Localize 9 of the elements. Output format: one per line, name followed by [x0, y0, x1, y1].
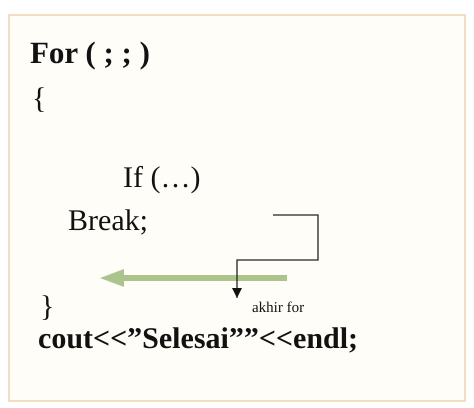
code-line: cout<<”Selesai””<<endl;: [38, 324, 358, 354]
code-line: }: [40, 292, 54, 322]
edge-label: akhir for: [240, 298, 330, 318]
code-line: If (…): [123, 163, 200, 193]
code-panel: [8, 14, 466, 402]
code-line: For ( ; ; ): [30, 37, 150, 68]
code-line: {: [32, 84, 46, 114]
code-line: Break;: [68, 206, 148, 236]
arrow: [232, 214, 319, 298]
